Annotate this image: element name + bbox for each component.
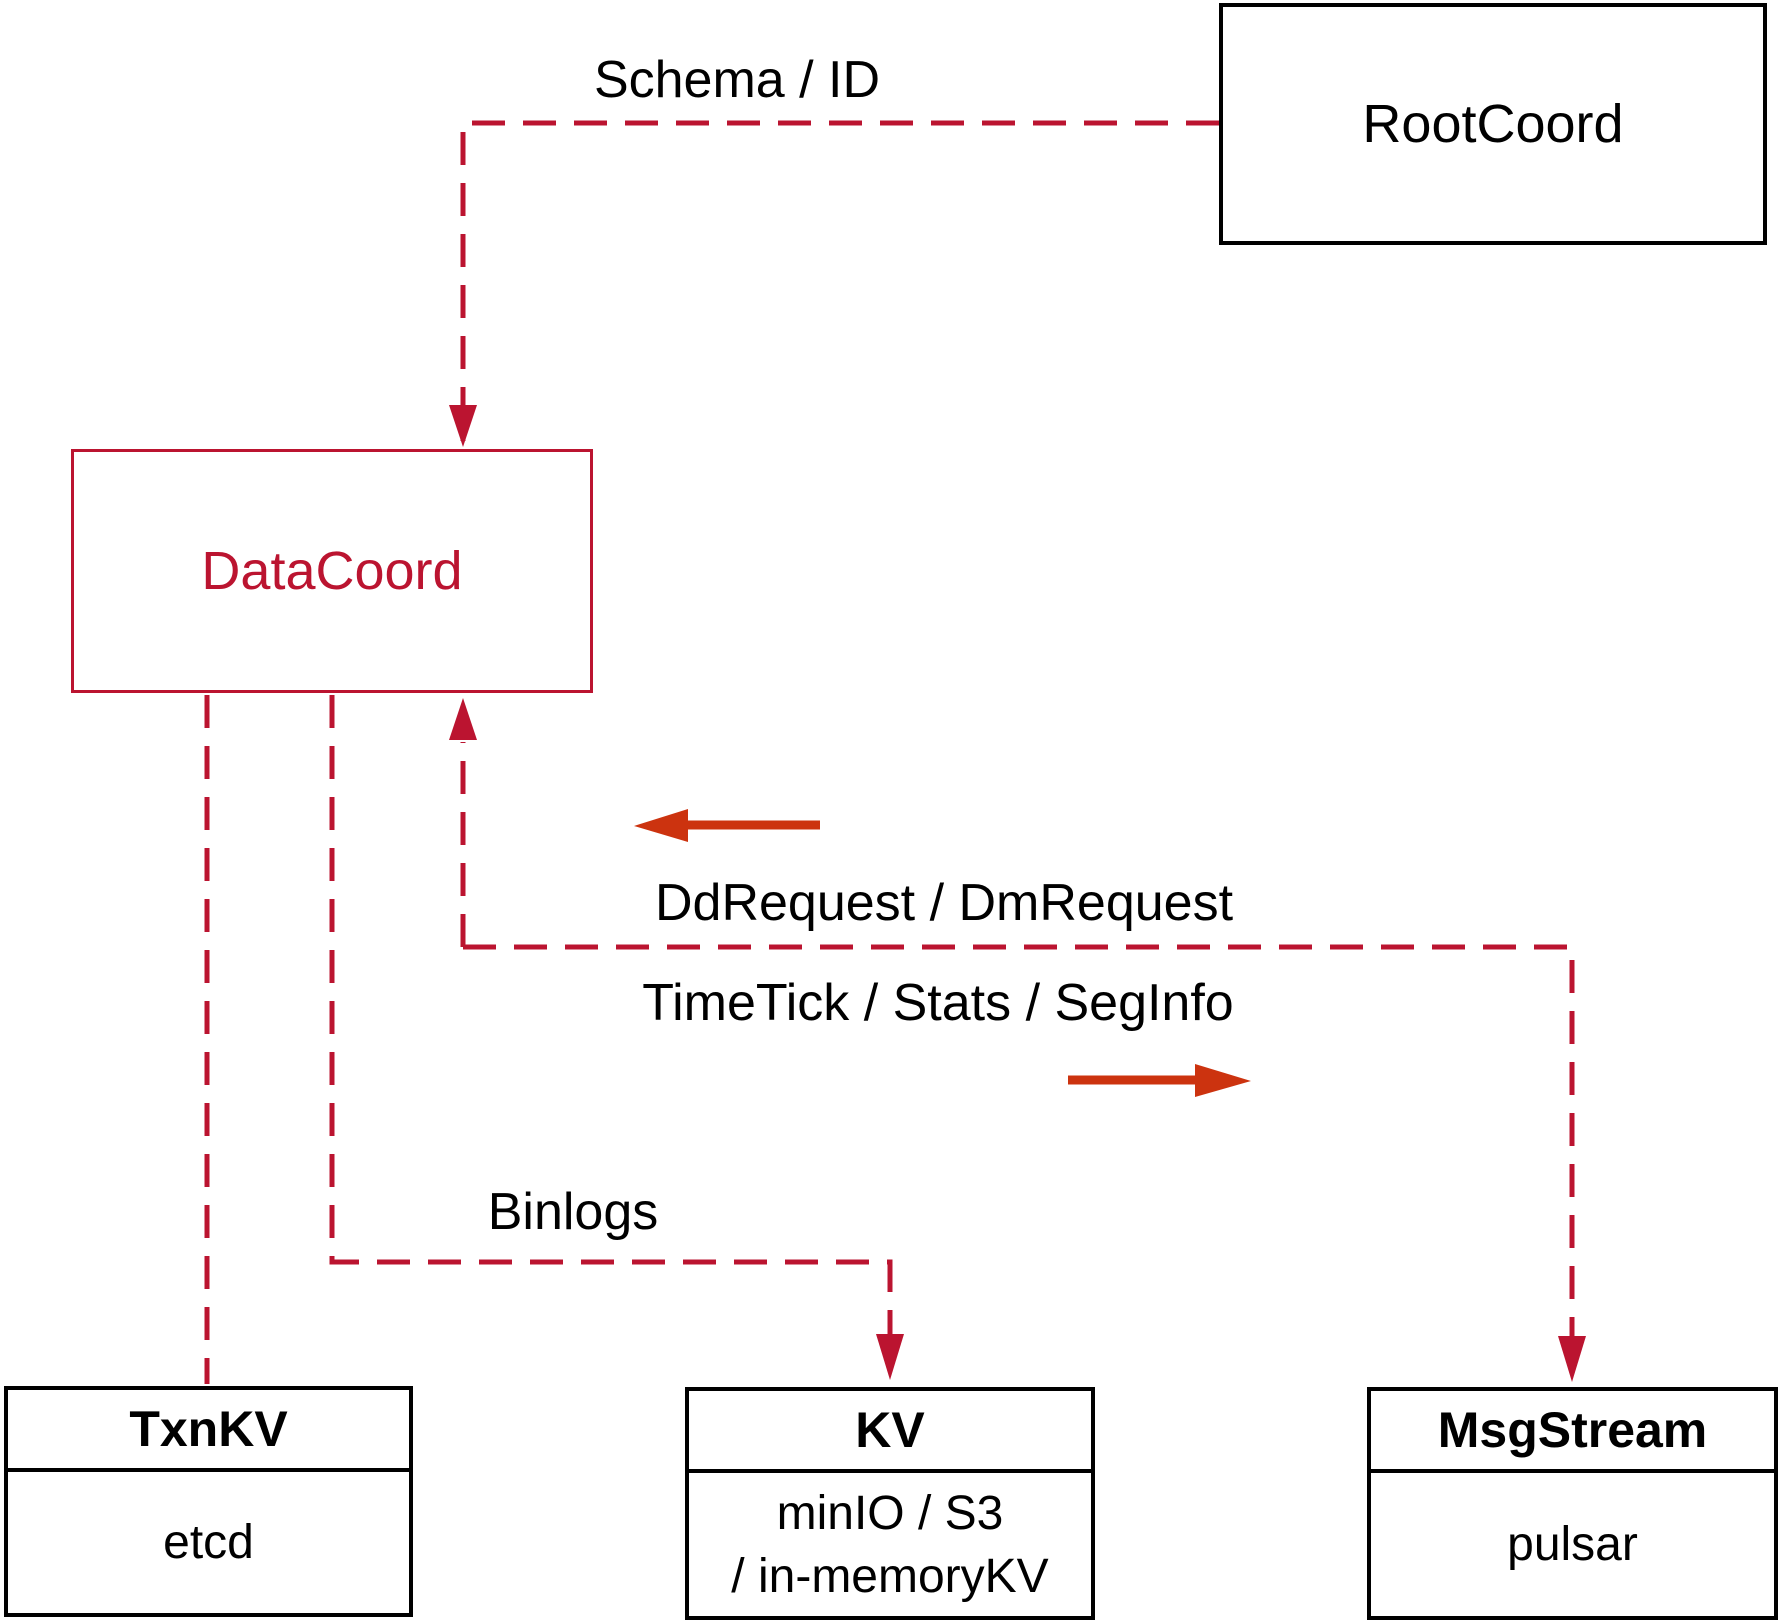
schema-id-edge: [460, 120, 1219, 441]
ddrequest-dmrequest-label: DdRequest / DmRequest: [654, 874, 1234, 932]
msgstream-title: MsgStream: [1371, 1391, 1774, 1473]
msgstream-arrowhead-down-icon: [1558, 1336, 1586, 1382]
node-kv: KV minIO / S3 / in-memoryKV: [685, 1387, 1095, 1620]
schema-id-label: Schema / ID: [593, 51, 881, 109]
node-rootcoord: RootCoord: [1219, 3, 1767, 245]
kv-title: KV: [689, 1391, 1091, 1473]
rootcoord-label: RootCoord: [1362, 94, 1624, 154]
timetick-stats-seginfo-label: TimeTick / Stats / SegInfo: [642, 974, 1234, 1032]
timetick-edge: [463, 944, 1575, 1338]
kv-arrowhead-down-icon: [876, 1334, 904, 1380]
kv-body-line2: / in-memoryKV: [731, 1549, 1049, 1603]
kv-body-line1: minIO / S3: [776, 1486, 1004, 1540]
ddrequest-arrowhead-up-icon: [449, 698, 477, 740]
node-datacoord: DataCoord: [71, 449, 593, 693]
binlogs-edge: [329, 695, 893, 1336]
node-txnkv: TxnKV etcd: [4, 1386, 413, 1617]
txnkv-body: etcd: [163, 1516, 254, 1569]
left-direction-arrow-icon: [634, 809, 820, 842]
node-msgstream: MsgStream pulsar: [1367, 1387, 1778, 1620]
msgstream-body: pulsar: [1507, 1518, 1638, 1571]
datacoord-label: DataCoord: [201, 541, 463, 601]
schema-id-arrowhead-down-icon: [449, 405, 477, 447]
right-direction-arrow-icon: [1068, 1064, 1251, 1097]
binlogs-label: Binlogs: [487, 1183, 659, 1241]
txnkv-title: TxnKV: [8, 1390, 409, 1472]
